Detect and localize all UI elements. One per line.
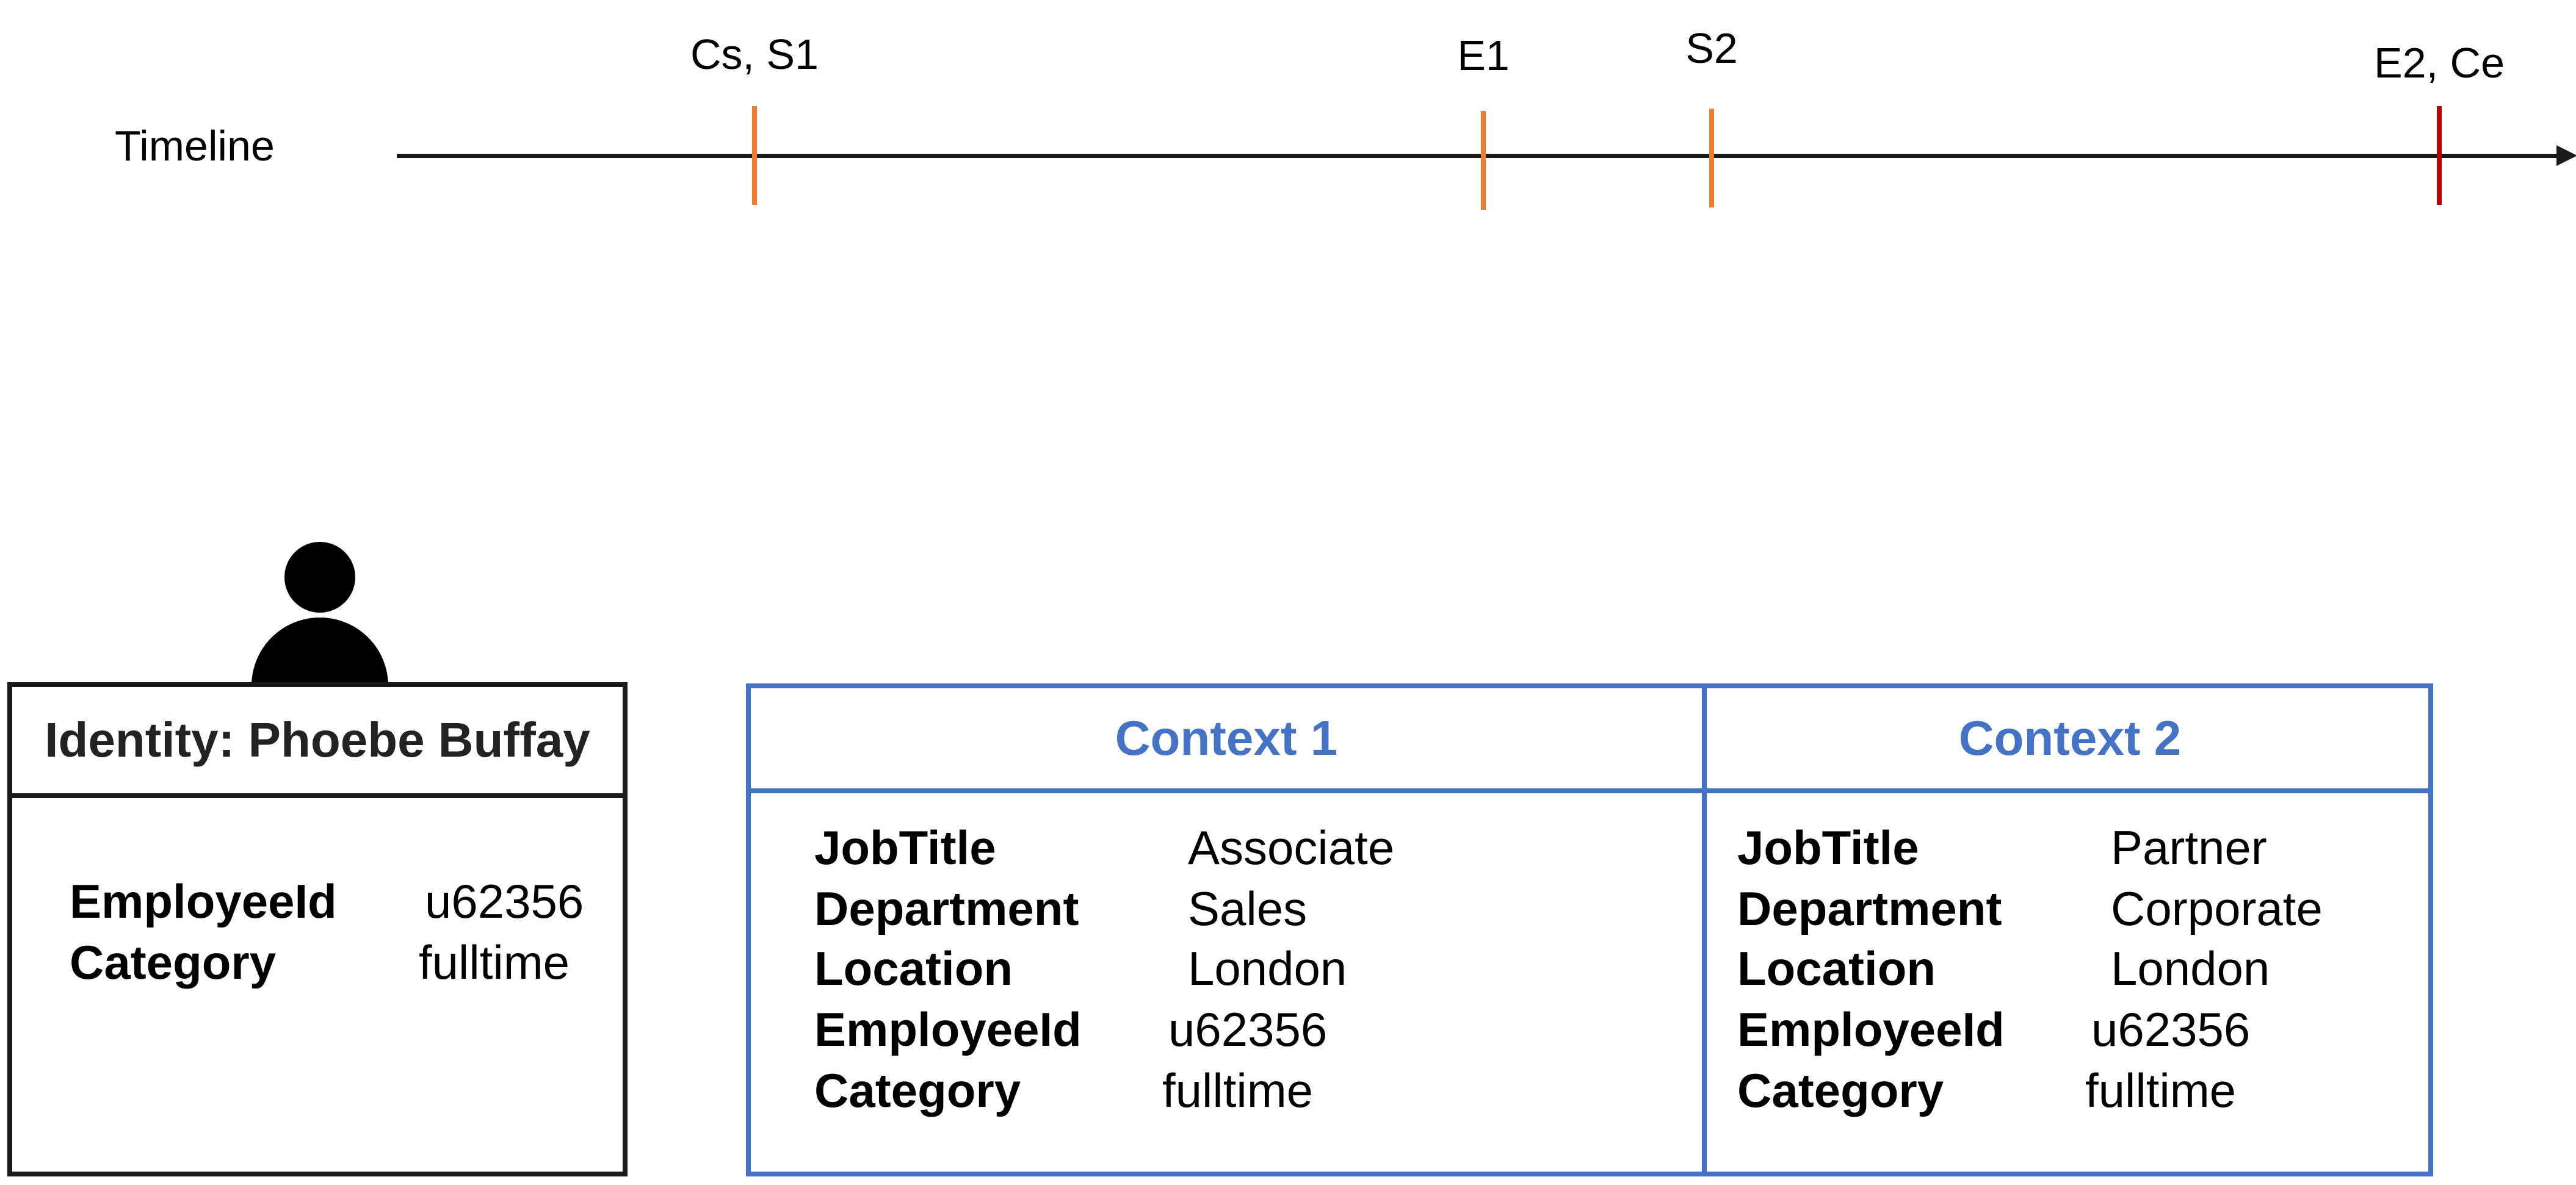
identity-attr-key: EmployeeId — [70, 874, 337, 928]
timeline-tick-e1 — [1481, 111, 1486, 210]
context-2-attr-value: u62356 — [2091, 1003, 2251, 1056]
timeline-label: Timeline — [115, 122, 275, 170]
timeline-marker-label: E2, Ce — [2374, 39, 2505, 87]
timeline-marker-label: Cs, S1 — [690, 31, 819, 78]
context-2-attr-key: Location — [1737, 942, 1936, 995]
context-1-attr-value: Associate — [1188, 821, 1395, 874]
context-1-attr-key: JobTitle — [814, 821, 996, 874]
context-2-title: Context 2 — [1958, 711, 2182, 765]
timeline-arrowhead — [2556, 145, 2576, 166]
identity-attr-value: fulltime — [419, 935, 570, 989]
context-1-attr-key: Location — [814, 942, 1013, 995]
identity-card: Identity: Phoebe Buffay EmployeeId u6235… — [7, 682, 628, 1176]
context-1-attr-value: London — [1188, 942, 1347, 995]
context-2-attr-key: Category — [1737, 1064, 1944, 1117]
person-icon-body — [251, 618, 388, 686]
identity-header: Identity: Phoebe Buffay — [12, 687, 623, 798]
context-2-attr-value: London — [2111, 942, 2270, 995]
identity-title: Identity: Phoebe Buffay — [45, 713, 590, 767]
context-1-attr-key: Department — [814, 882, 1079, 935]
timeline-tick-s2 — [1709, 109, 1714, 207]
context-1-attr-value: Sales — [1188, 882, 1308, 935]
context-2-attr-key: EmployeeId — [1737, 1003, 2005, 1056]
context-table: Context 1 Context 2 JobTitle Associate D… — [746, 683, 2433, 1176]
context-2-attr-value: fulltime — [2085, 1064, 2237, 1117]
context-2-attr-key: JobTitle — [1737, 821, 1919, 874]
context-1-title: Context 1 — [1115, 711, 1338, 765]
context-1-attr-value: fulltime — [1162, 1064, 1314, 1117]
context-1-attr-key: EmployeeId — [814, 1003, 1082, 1056]
context-1-attr-value: u62356 — [1168, 1003, 1328, 1056]
identity-attr-key: Category — [70, 935, 277, 989]
context-2-attr-value: Corporate — [2111, 882, 2323, 935]
person-icon-head — [284, 542, 355, 613]
context-header-divider — [751, 788, 2428, 793]
context-2-attr-key: Department — [1737, 882, 2002, 935]
context-1-attr-key: Category — [814, 1064, 1021, 1117]
identity-attr-value: u62356 — [425, 874, 584, 928]
timeline-axis — [397, 154, 2559, 158]
timeline-marker-label: E1 — [1457, 32, 1510, 79]
timeline-marker-label: S2 — [1685, 24, 1738, 72]
context-2-attr-value: Partner — [2111, 821, 2267, 874]
context-column-divider — [1702, 688, 1707, 1172]
timeline-tick-cs-s1 — [752, 106, 757, 205]
timeline-tick-e2-ce — [2437, 106, 2442, 205]
